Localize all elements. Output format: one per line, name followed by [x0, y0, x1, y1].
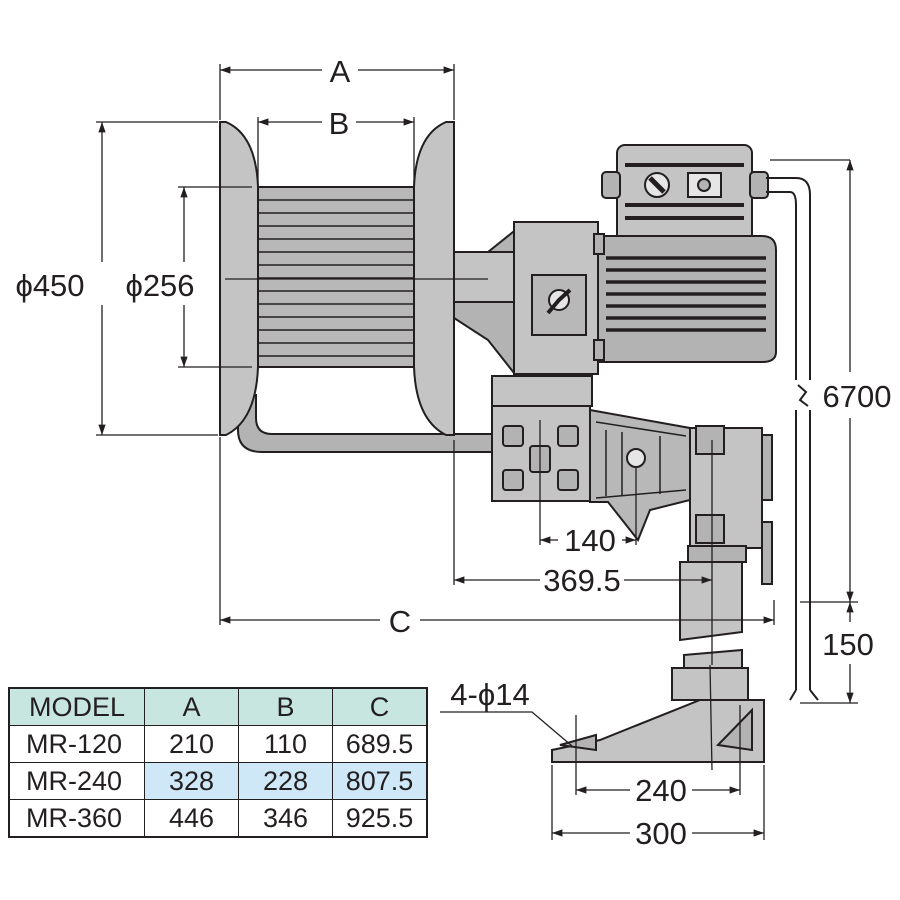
value-cell: 228 [238, 762, 333, 800]
value-cell: 925.5 [332, 799, 428, 838]
table-row: MR-240 328 228 807.5 [8, 762, 428, 800]
value-cell: 346 [238, 799, 333, 838]
dimension-labels: A B ϕ450 ϕ256 C 140 369.5 6700 150 4-ϕ14… [15, 54, 891, 851]
dim-flange-diameter-label: ϕ450 [15, 268, 84, 303]
dim-369-label: 369.5 [543, 563, 621, 598]
model-cell: MR-360 [8, 799, 145, 838]
motor-assembly [491, 144, 777, 763]
control-box [616, 144, 753, 248]
value-cell: 446 [144, 799, 239, 838]
table-header-row: MODEL A B C [8, 687, 428, 726]
mounting-pole [679, 561, 743, 642]
dim-holes-label: 4-ϕ14 [450, 677, 529, 712]
motor-body [597, 235, 777, 363]
value-cell: 807.5 [332, 762, 428, 800]
drum [254, 186, 419, 368]
value-cell: 210 [144, 725, 239, 763]
dim-c-label: C [389, 604, 411, 639]
dim-300-label: 300 [635, 816, 687, 851]
value-cell: 328 [144, 762, 239, 800]
dimension-lines [96, 64, 858, 840]
model-cell: MR-240 [8, 762, 145, 800]
dim-140-label: 140 [564, 523, 616, 558]
dim-b-label: B [329, 106, 350, 141]
table-row: MR-120 210 110 689.5 [8, 725, 428, 763]
header-model: MODEL [8, 687, 145, 726]
header-a: A [144, 687, 239, 726]
dim-cable-length-label: 6700 [823, 379, 892, 414]
dim-240-label: 240 [635, 773, 687, 808]
header-c: C [332, 687, 428, 726]
value-cell: 110 [238, 725, 333, 763]
value-cell: 689.5 [332, 725, 428, 763]
dim-drum-diameter-label: ϕ256 [125, 268, 194, 303]
table-row: MR-360 446 346 925.5 [8, 799, 428, 838]
header-b: B [238, 687, 333, 726]
dim-a-label: A [330, 54, 351, 89]
model-spec-table: MODEL A B C MR-120 210 110 689.5 MR-240 … [8, 687, 428, 838]
dim-lead-length-label: 150 [822, 627, 874, 662]
model-cell: MR-120 [8, 725, 145, 763]
cable-reel [219, 121, 519, 453]
